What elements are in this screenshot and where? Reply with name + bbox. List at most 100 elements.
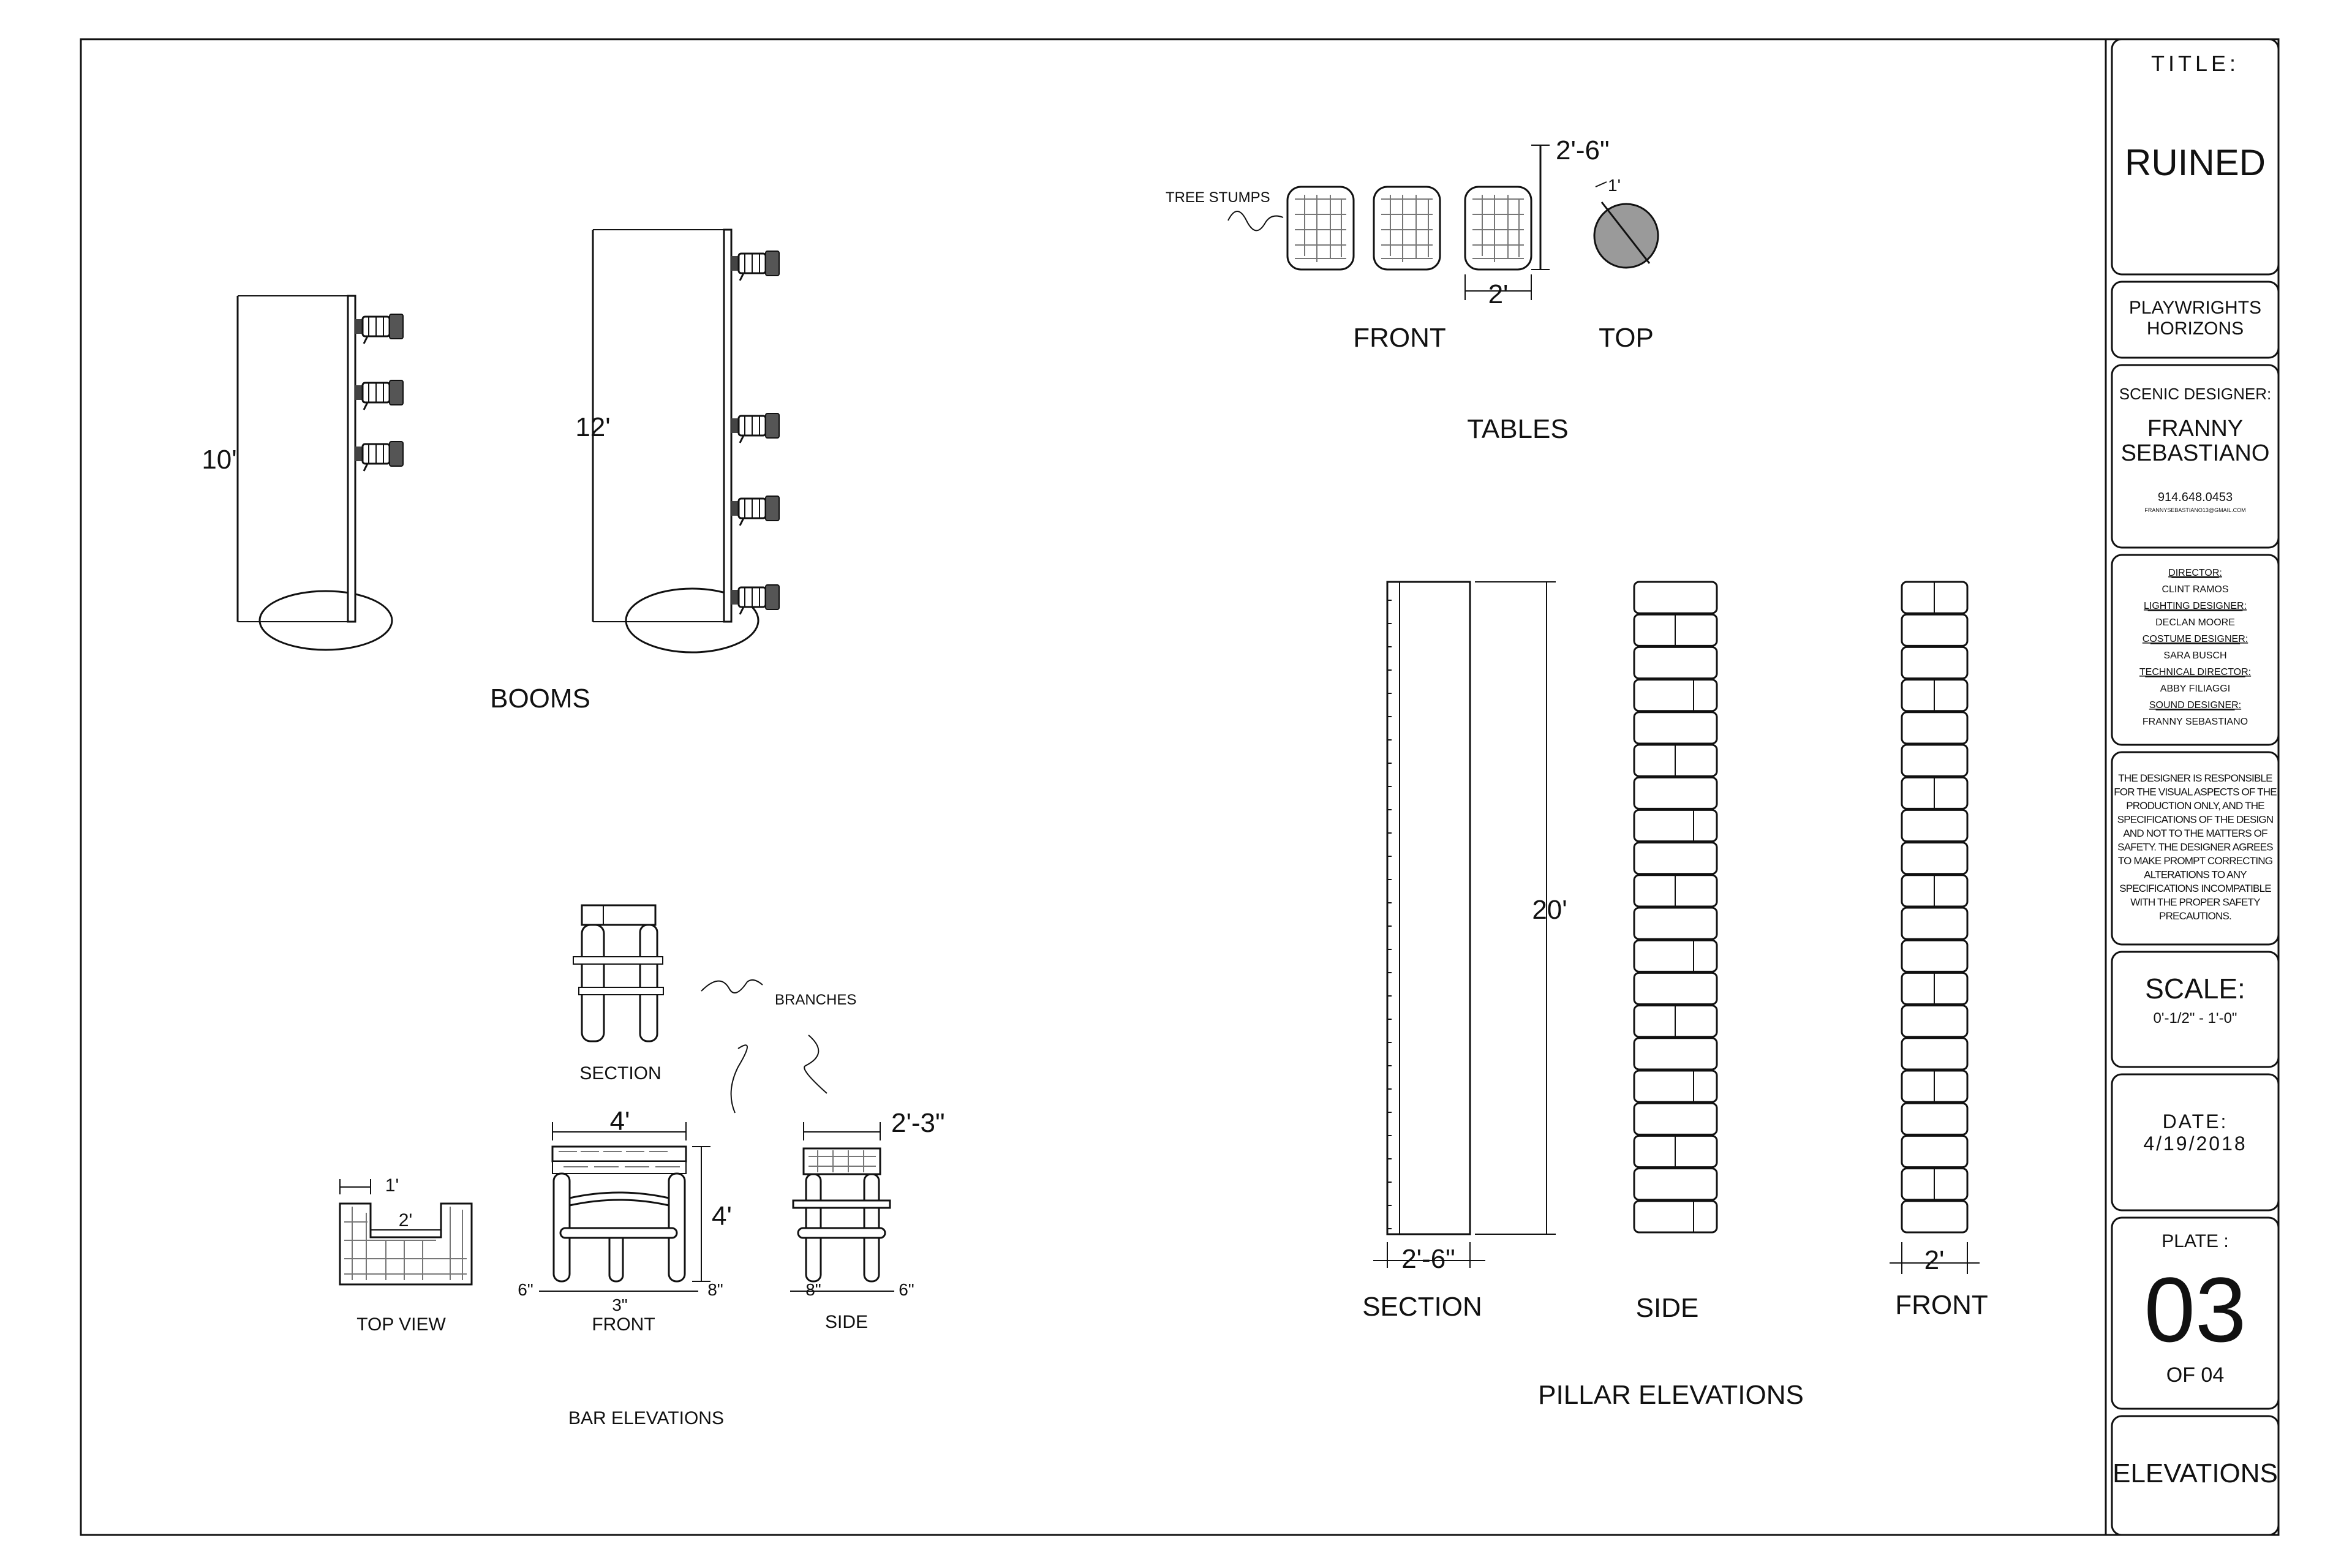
tb-scale-label: SCALE: bbox=[2145, 973, 2245, 1005]
boom-base-12 bbox=[625, 587, 760, 654]
tables-top-label: TOP bbox=[1599, 323, 1654, 353]
disclaimer-line: AND NOT TO THE MATTERS OF bbox=[2123, 827, 2267, 839]
pillar-section-width: 2'-6" bbox=[1401, 1244, 1455, 1274]
disclaimer-line: PRECAUTIONS. bbox=[2159, 910, 2231, 922]
tb-sheet-box bbox=[2111, 1415, 2280, 1536]
credit-role: TECHNICAL DIRECTOR: bbox=[2139, 667, 2251, 677]
title-block: TITLE: RUINED PLAYWRIGHTS HORIZONS SCENI… bbox=[2111, 38, 2280, 1536]
bar-dim-6-left: 6" bbox=[518, 1280, 533, 1299]
table-top-circle bbox=[1593, 203, 1659, 269]
tb-plate-of: OF 04 bbox=[2166, 1363, 2224, 1387]
tb-phone: 914.648.0453 bbox=[2158, 491, 2233, 504]
dim-label-10: 10' bbox=[202, 445, 236, 475]
bar-front-label: FRONT bbox=[592, 1314, 655, 1335]
disclaimer-line: PRODUCTION ONLY, AND THE bbox=[2126, 800, 2264, 812]
bar-dim-8-right: 8" bbox=[707, 1280, 723, 1299]
pillar-front-block bbox=[1901, 907, 1969, 940]
tb-sheet-name: ELEVATIONS bbox=[2113, 1458, 2278, 1488]
tb-date-box bbox=[2111, 1073, 2280, 1212]
tb-plate-box bbox=[2111, 1216, 2280, 1410]
pillar-front-block bbox=[1901, 1102, 1969, 1136]
pillar-side-block bbox=[1633, 1102, 1718, 1136]
bar-side-dim-6: 6" bbox=[899, 1280, 914, 1299]
tables-group: TREE STUMPS 2'-6" 2' 1' FRONT TOP TABLES bbox=[1166, 135, 1659, 444]
tb-scale: 0'-1/2" - 1'-0" bbox=[2154, 1010, 2237, 1027]
branches-leader-1 bbox=[701, 979, 763, 993]
tb-title: RUINED bbox=[2125, 142, 2266, 183]
pillar-front-block bbox=[1901, 613, 1969, 647]
bar-section-drawing bbox=[573, 904, 664, 1042]
pillar-side-block bbox=[1633, 581, 1718, 614]
tb-date-label: DATE: bbox=[2163, 1110, 2228, 1133]
credit-role: SOUND DESIGNER: bbox=[2149, 700, 2241, 710]
pillar-height-label: 20' bbox=[1532, 895, 1567, 925]
tb-email: FRANNYSEBASTIANO13@GMAIL.COM bbox=[2144, 507, 2245, 513]
tables-front-label: FRONT bbox=[1353, 323, 1446, 353]
pillar-side-block bbox=[1633, 1167, 1718, 1201]
tb-date: 4/19/2018 bbox=[2143, 1133, 2247, 1155]
pillar-side-block bbox=[1633, 907, 1718, 940]
pillar-front-width: 2' bbox=[1924, 1245, 1945, 1275]
pillar-side-block bbox=[1633, 711, 1718, 745]
tables-caption: TABLES bbox=[1467, 414, 1568, 444]
bar-top-view-label: TOP VIEW bbox=[356, 1314, 446, 1335]
tb-title-label: TITLE: bbox=[2151, 51, 2239, 76]
table-radius-line bbox=[1600, 202, 1651, 264]
tb-designer-line1: FRANNY bbox=[2147, 416, 2243, 442]
tree-stumps-leader bbox=[1227, 211, 1284, 232]
credit-role: DIRECTOR: bbox=[2168, 568, 2222, 578]
tb-theatre-line2: HORIZONS bbox=[2147, 318, 2244, 339]
bar-section-label: SECTION bbox=[579, 1063, 661, 1084]
pillar-front-block bbox=[1901, 842, 1969, 875]
boom-pipe-10 bbox=[347, 295, 356, 623]
disclaimer-line: ALTERATIONS TO ANY bbox=[2144, 869, 2247, 881]
pillar-front-block bbox=[1901, 939, 1969, 973]
pillar-front-block bbox=[1901, 1037, 1969, 1071]
bar-front-width: 4' bbox=[610, 1106, 630, 1136]
disclaimer-line: THE DESIGNER IS RESPONSIBLE bbox=[2118, 772, 2272, 784]
bar-caption: BAR ELEVATIONS bbox=[568, 1408, 724, 1428]
tb-disclaimer-box bbox=[2111, 751, 2280, 946]
stump-1 bbox=[1286, 186, 1355, 271]
pillar-side-drawing bbox=[1633, 581, 1718, 1234]
credit-role: COSTUME DESIGNER: bbox=[2143, 634, 2248, 644]
pillar-side-label: SIDE bbox=[1636, 1293, 1699, 1323]
tb-title-box bbox=[2111, 38, 2280, 276]
bar-dim-2: 2' bbox=[399, 1210, 412, 1231]
bar-dim-3: 3" bbox=[612, 1295, 628, 1314]
pillar-section-drawing bbox=[1386, 581, 1471, 1235]
tb-credits-box bbox=[2111, 554, 2280, 746]
disclaimer-line: FOR THE VISUAL ASPECTS OF THE bbox=[2114, 786, 2277, 798]
credit-name: ABBY FILIAGGI bbox=[2160, 684, 2230, 694]
pillar-side-block bbox=[1633, 1200, 1718, 1234]
disclaimer-line: SPECIFICATIONS OF THE DESIGN bbox=[2117, 814, 2274, 826]
tb-designer-line2: SEBASTIANO bbox=[2121, 440, 2270, 466]
pillar-caption: PILLAR ELEVATIONS bbox=[1538, 1380, 1804, 1410]
pillar-front-block bbox=[1901, 809, 1969, 843]
tb-plate-label: PLATE : bbox=[2162, 1231, 2228, 1251]
pillar-side-block bbox=[1633, 1037, 1718, 1071]
bar-side-label: SIDE bbox=[825, 1312, 868, 1332]
booms-caption: BOOMS bbox=[490, 684, 590, 714]
tb-theatre-box bbox=[2111, 281, 2280, 359]
booms-group: 10' 12' BOOMS bbox=[202, 228, 780, 714]
boom-lamp bbox=[354, 313, 404, 345]
table-width-label: 2' bbox=[1488, 279, 1509, 309]
bar-top-view-drawing bbox=[339, 1202, 473, 1286]
credit-role: LIGHTING DESIGNER: bbox=[2144, 601, 2247, 611]
tb-plate-number: 03 bbox=[2144, 1258, 2247, 1361]
pillar-section-label: SECTION bbox=[1362, 1292, 1482, 1322]
bar-group: SECTION BRANCHES 1' 2' TOP VIEW bbox=[339, 904, 945, 1428]
bar-front-drawing bbox=[551, 1145, 687, 1283]
tb-designer-box bbox=[2111, 364, 2280, 549]
bar-side-dim-8: 8" bbox=[805, 1280, 821, 1299]
pillar-side-block bbox=[1633, 971, 1718, 1006]
stump-3 bbox=[1464, 186, 1532, 271]
boom-pipe-12 bbox=[723, 228, 733, 623]
pillar-side-block bbox=[1633, 776, 1718, 810]
branches-leader-2 bbox=[730, 1044, 748, 1114]
pillar-side-block bbox=[1633, 939, 1718, 973]
pillar-front-block bbox=[1901, 1200, 1969, 1234]
branches-leader-3 bbox=[804, 1035, 827, 1094]
